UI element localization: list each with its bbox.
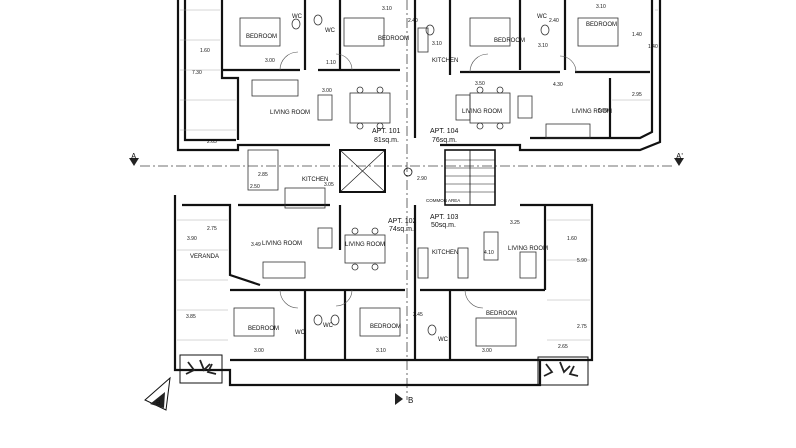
dimension-text: 2.85: [258, 172, 268, 178]
dimension-text: 3.49: [251, 242, 261, 248]
dimension-text: 1.10: [326, 60, 336, 66]
dimension-text: 4.10: [484, 250, 494, 256]
wc-label: WC: [292, 14, 303, 20]
dimension-text: 4.30: [553, 82, 563, 88]
living-room-label: LIVING ROOM: [508, 246, 548, 252]
dimension-text: 3.00: [265, 58, 275, 64]
dimension-text: 3.10: [432, 41, 442, 47]
kitchen-label: KITCHEN: [432, 58, 458, 64]
dimension-text: 3.10: [538, 43, 548, 49]
planter-left: [179, 354, 223, 384]
wc-label: WC: [295, 330, 306, 336]
dimension-text: 2.65: [558, 344, 568, 350]
dimension-text: 2.40: [549, 18, 559, 24]
living-room-label: LIVING ROOM: [270, 110, 310, 116]
bedroom-label: BEDROOM: [248, 326, 279, 332]
bedroom-label: BEDROOM: [246, 34, 277, 40]
apt-101-area: 81sq.m.: [374, 137, 399, 144]
svg-text:B: B: [156, 400, 161, 407]
dimension-text: 5.90: [577, 258, 587, 264]
core-lift-stairs: [339, 149, 496, 206]
dimension-text: 3.10: [596, 4, 606, 10]
dimension-text: 3.85: [186, 314, 196, 320]
section-a-right-label: A': [676, 152, 683, 161]
dimension-text: 2.65: [207, 139, 217, 145]
dimension-text: 3.10: [376, 348, 386, 354]
bedroom-label: BEDROOM: [486, 311, 517, 317]
dimension-labels: 1.60 7.30 2.65 1.10 3.00 3.10 3.10 2.40 …: [186, 4, 658, 354]
wc-label: WC: [537, 14, 548, 20]
apt-101-name: APT. 101: [372, 128, 401, 135]
planter-right: [537, 356, 589, 386]
section-a-right-marker: [674, 158, 684, 166]
veranda-label: VERANDA: [190, 254, 219, 260]
top-block-balcony-hatch: [180, 9, 658, 131]
section-b-marker: [395, 393, 403, 405]
dimension-text: 2.75: [207, 226, 217, 232]
dimension-text: 1.60: [200, 48, 210, 54]
kitchen-label: KITCHEN: [302, 177, 328, 183]
living-room-label: LIVING ROOM: [345, 242, 385, 248]
dimension-text: 7.30: [192, 70, 202, 76]
dimension-text: 1.40: [648, 44, 658, 50]
living-room-label: LIVING ROOM: [262, 241, 302, 247]
kitchen-label: KITCHEN: [432, 250, 458, 256]
top-block-doors: [279, 51, 577, 73]
dimension-text: 2.95: [632, 92, 642, 98]
dimension-text: 3.25: [510, 220, 520, 226]
dimension-text: 2.45: [413, 312, 423, 318]
dimension-text: 3.90: [187, 236, 197, 242]
dimension-text: 3.00: [254, 348, 264, 354]
dimension-text: 3.05: [324, 182, 334, 188]
apt-102-name: APT. 102: [388, 218, 417, 225]
dimension-text: 2.90: [417, 176, 427, 182]
section-a-left-marker: [129, 158, 139, 166]
dimension-text: 2.40: [408, 18, 418, 24]
dimension-text: 3.10: [382, 6, 392, 12]
dimension-text: 5.90: [598, 108, 608, 114]
bedroom-label: BEDROOM: [370, 324, 401, 330]
apt-102-area: 74sq.m.: [389, 226, 414, 233]
wc-label: WC: [325, 28, 336, 34]
bottom-block-doors: [279, 289, 484, 309]
apt-104-area: 76sq.m.: [432, 137, 457, 144]
living-room-label: LIVING ROOM: [572, 109, 612, 115]
apt-103-area: 50sq.m.: [431, 222, 456, 229]
bedroom-label: BEDROOM: [378, 36, 409, 42]
dimension-text: 3.00: [482, 348, 492, 354]
dimension-text: 3.00: [322, 88, 332, 94]
apt-103-name: APT. 103: [430, 214, 459, 221]
bottom-block-furniture: [233, 149, 537, 347]
dimension-text: 1.40: [632, 32, 642, 38]
bedroom-label: BEDROOM: [586, 22, 617, 28]
wc-label: WC: [323, 323, 334, 329]
bedroom-label: BEDROOM: [494, 38, 525, 44]
common-area-label: COMMON AREA: [426, 198, 460, 203]
apt-104-name: APT. 104: [430, 128, 459, 135]
dimension-text: 2.50: [250, 184, 260, 190]
apartment-labels: APT. 101 81sq.m. APT. 104 76sq.m. APT. 1…: [372, 128, 459, 233]
north-arrow-icon: B: [144, 376, 171, 411]
dimension-text: 2.75: [577, 324, 587, 330]
dimension-text: 1.60: [567, 236, 577, 242]
section-a-left-label: A: [131, 152, 137, 161]
veranda-hatch: [177, 219, 590, 341]
wc-label: WC: [438, 337, 449, 343]
dimension-text: 3.50: [475, 81, 485, 87]
section-b-label: B: [408, 396, 413, 405]
room-labels: BEDROOM BEDROOM BEDROOM BEDROOM WC WC WC…: [190, 14, 617, 343]
top-block-furniture: [239, 14, 619, 139]
living-room-label: LIVING ROOM: [462, 109, 502, 115]
